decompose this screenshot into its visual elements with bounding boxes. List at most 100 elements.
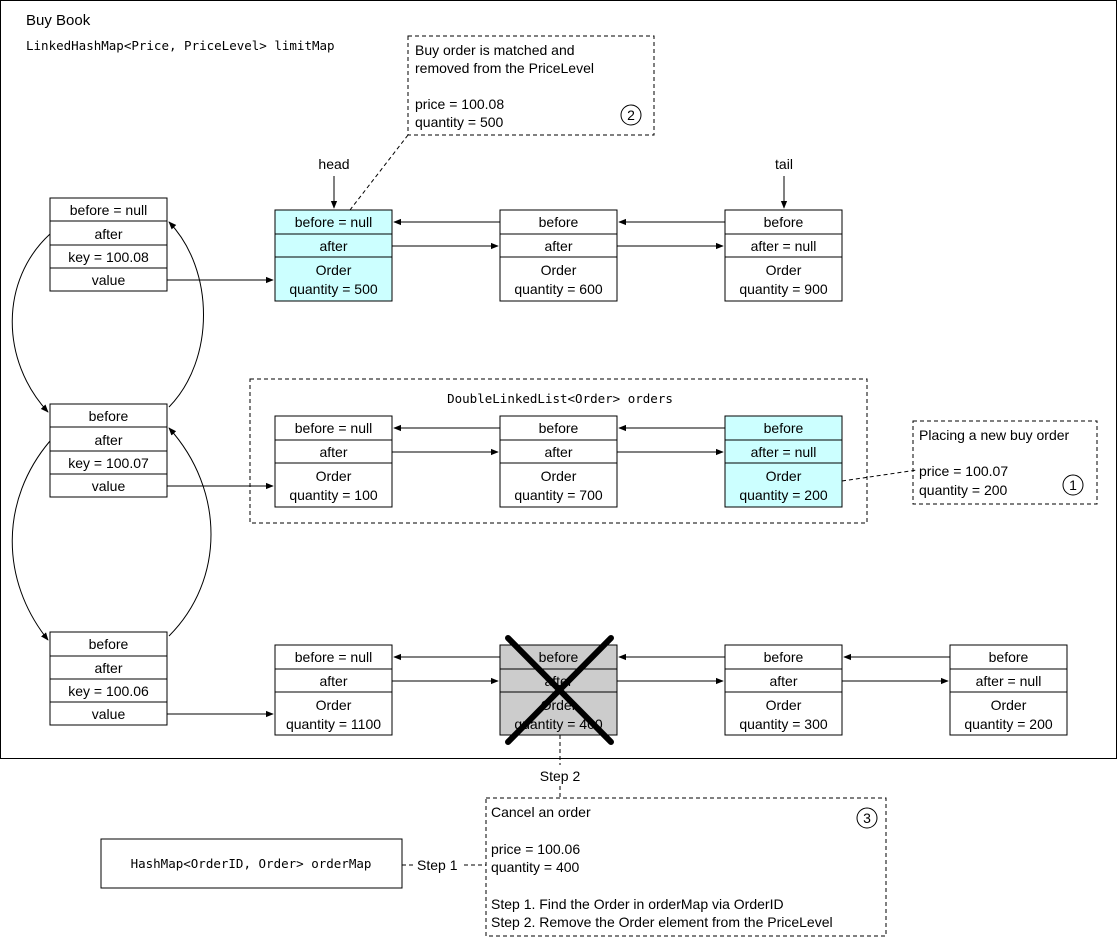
price-level-after: after bbox=[94, 432, 122, 448]
price-level-100-06: before after key = 100.06 value bbox=[49, 631, 168, 726]
orders-list-frame bbox=[249, 378, 868, 524]
order-before: before bbox=[539, 420, 579, 436]
callout-matched-price: price = 100.08 bbox=[415, 96, 504, 112]
callout-matched-order: Buy order is matched and removed from th… bbox=[349, 35, 655, 211]
order-label: Order bbox=[541, 262, 577, 278]
step2-label: Step 2 bbox=[540, 768, 581, 784]
step-badge-2-label: 2 bbox=[627, 107, 635, 123]
price-level-key: key = 100.06 bbox=[68, 683, 149, 699]
order-before: before bbox=[764, 420, 804, 436]
value-arrows bbox=[167, 276, 274, 718]
cross-out-icon bbox=[505, 635, 614, 745]
order-before: before = null bbox=[295, 420, 372, 436]
orders-list-label: DoubleLinkedList<Order> orders bbox=[447, 391, 673, 406]
callout-matched-line2: removed from the PriceLevel bbox=[415, 60, 594, 76]
callout-matched-line1: Buy order is matched and bbox=[415, 42, 575, 58]
order-quantity: quantity = 300 bbox=[739, 716, 828, 732]
price-level-before: before bbox=[89, 636, 129, 652]
row3-links bbox=[392, 653, 950, 685]
order-before: before bbox=[539, 214, 579, 230]
order-node: before after = null Order quantity = 900 bbox=[724, 209, 843, 302]
row1-links bbox=[392, 218, 725, 250]
order-node: before after = null Order quantity = 200 bbox=[724, 415, 843, 508]
order-quantity: quantity = 600 bbox=[514, 281, 603, 297]
order-before: before bbox=[539, 649, 579, 665]
callout-cancel-price: price = 100.06 bbox=[491, 841, 580, 857]
order-after: after bbox=[319, 673, 347, 689]
price-level-100-08: before = null after key = 100.08 value bbox=[49, 197, 168, 292]
order-quantity: quantity = 500 bbox=[289, 281, 378, 297]
limit-map-label: LinkedHashMap<Price, PriceLevel> limitMa… bbox=[26, 38, 335, 53]
head-label: head bbox=[318, 156, 349, 172]
buy-book-title: Buy Book bbox=[26, 12, 91, 29]
order-node: before after Order quantity = 700 bbox=[499, 415, 618, 508]
price-level-key: key = 100.07 bbox=[68, 455, 149, 471]
order-after: after bbox=[769, 673, 797, 689]
row2-links bbox=[392, 424, 725, 456]
order-quantity: quantity = 400 bbox=[514, 716, 603, 732]
order-label: Order bbox=[316, 697, 352, 713]
order-label: Order bbox=[316, 468, 352, 484]
tail-label: tail bbox=[775, 156, 793, 172]
price-level-after: after bbox=[94, 660, 122, 676]
callout-matched-quantity: quantity = 500 bbox=[415, 114, 504, 130]
step-badge-3 bbox=[856, 807, 878, 829]
step-badge-3-label: 3 bbox=[863, 810, 871, 826]
order-after: after bbox=[544, 238, 572, 254]
price-level-value: value bbox=[92, 478, 126, 494]
order-before: before bbox=[989, 649, 1029, 665]
order-label: Order bbox=[541, 468, 577, 484]
order-quantity: quantity = 100 bbox=[289, 487, 378, 503]
order-node: before = null after Order quantity = 500 bbox=[274, 209, 393, 302]
price-level-value: value bbox=[92, 706, 126, 722]
step-badge-2 bbox=[620, 104, 642, 126]
order-map-box bbox=[100, 838, 403, 889]
step1-label: Step 1 bbox=[417, 857, 458, 873]
order-label: Order bbox=[766, 262, 802, 278]
step-badge-1 bbox=[1062, 474, 1084, 496]
order-label: Order bbox=[991, 697, 1027, 713]
order-quantity: quantity = 900 bbox=[739, 281, 828, 297]
callout-new-order-price: price = 100.07 bbox=[919, 463, 1008, 479]
price-level-key: key = 100.08 bbox=[68, 249, 149, 265]
order-quantity: quantity = 200 bbox=[964, 716, 1053, 732]
callout-cancel-step2: Step 2. Remove the Order element from th… bbox=[491, 914, 833, 930]
order-after: after bbox=[544, 444, 572, 460]
order-after: after = null bbox=[751, 238, 817, 254]
order-after: after = null bbox=[751, 444, 817, 460]
order-before: before bbox=[764, 214, 804, 230]
callout-cancel-order: Cancel an order price = 100.06 quantity … bbox=[485, 797, 887, 937]
order-before: before bbox=[764, 649, 804, 665]
order-map-label: HashMap<OrderID, Order> orderMap bbox=[131, 856, 372, 871]
callout-new-order-title: Placing a new buy order bbox=[919, 427, 1070, 443]
order-after: after = null bbox=[976, 673, 1042, 689]
order-node: before = null after Order quantity = 100 bbox=[274, 415, 393, 508]
order-before: before = null bbox=[295, 214, 372, 230]
callout-cancel-title: Cancel an order bbox=[491, 804, 591, 820]
order-quantity: quantity = 200 bbox=[739, 487, 828, 503]
price-level-before: before bbox=[89, 408, 129, 424]
callout-cancel-step1: Step 1. Find the Order in orderMap via O… bbox=[491, 896, 784, 912]
order-node-removed: before after Order quantity = 400 bbox=[499, 635, 618, 745]
price-level-after: after bbox=[94, 226, 122, 242]
order-after: after bbox=[319, 444, 347, 460]
order-quantity: quantity = 1100 bbox=[286, 716, 381, 732]
order-node: before after = null Order quantity = 200 bbox=[949, 644, 1068, 736]
price-level-before: before = null bbox=[70, 202, 147, 218]
order-quantity: quantity = 700 bbox=[514, 487, 603, 503]
order-node: before after Order quantity = 300 bbox=[724, 644, 843, 736]
order-after: after bbox=[319, 238, 347, 254]
callout-cancel-quantity: quantity = 400 bbox=[491, 859, 580, 875]
callout-new-order: Placing a new buy order price = 100.07 q… bbox=[841, 420, 1098, 505]
price-level-value: value bbox=[92, 272, 126, 288]
order-label: Order bbox=[316, 262, 352, 278]
price-level-100-07: before after key = 100.07 value bbox=[49, 403, 168, 498]
order-node: before = null after Order quantity = 110… bbox=[274, 644, 393, 736]
order-label: Order bbox=[766, 697, 802, 713]
step-badge-1-label: 1 bbox=[1069, 477, 1077, 493]
callout-new-order-quantity: quantity = 200 bbox=[919, 482, 1008, 498]
order-node: before after Order quantity = 600 bbox=[499, 209, 618, 302]
price-level-links bbox=[11, 221, 212, 641]
order-before: before = null bbox=[295, 649, 372, 665]
